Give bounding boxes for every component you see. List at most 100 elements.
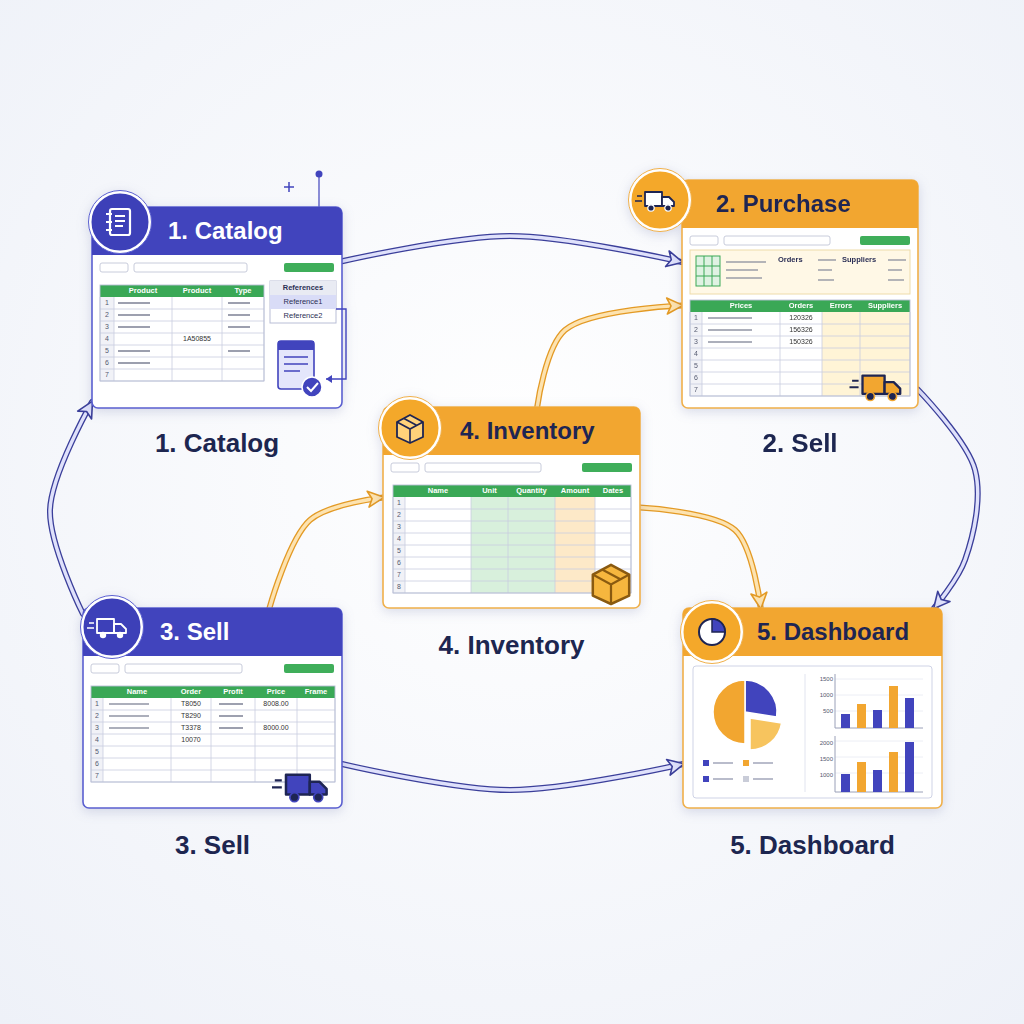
row-line xyxy=(100,345,264,346)
table-cell-text: Name xyxy=(103,686,171,698)
column-line xyxy=(508,497,509,593)
column-line xyxy=(555,497,556,593)
card-title: 4. Inventory xyxy=(460,407,595,455)
speed-lines xyxy=(87,623,94,628)
column-line xyxy=(471,497,472,593)
table-cell-text: 6 xyxy=(100,357,114,369)
table-cell-text: 1000 xyxy=(813,690,833,700)
legend-line xyxy=(713,778,733,779)
row-number-column xyxy=(690,312,702,396)
table-header-row xyxy=(91,686,335,698)
check-mark xyxy=(307,383,318,391)
delivery-truck xyxy=(272,775,327,802)
flow-arrow xyxy=(342,764,683,790)
arrow-body xyxy=(269,497,383,608)
truck-wheel xyxy=(314,793,323,802)
sparkle-decoration xyxy=(284,171,323,208)
table-cell-text: 5 xyxy=(100,345,114,357)
reference-header xyxy=(270,281,336,295)
truck-cab xyxy=(114,624,126,633)
table-cell-text: 10070 xyxy=(171,734,211,746)
truck-wheel xyxy=(866,392,874,400)
toolbar-button xyxy=(860,236,910,245)
icon-circle xyxy=(90,192,150,252)
pin-dot xyxy=(316,171,323,178)
summary-panel xyxy=(690,250,910,294)
icon-ring xyxy=(379,397,442,460)
cell-placeholder xyxy=(118,350,150,351)
table-cell-text: 1A50855 xyxy=(172,333,222,345)
table-header-row xyxy=(393,485,631,497)
arrow-outline xyxy=(342,236,682,262)
table-cell-text: T8290 xyxy=(171,710,211,722)
check-badge xyxy=(302,377,322,397)
panel-divider xyxy=(805,674,806,792)
table-cell-text: Suppliers xyxy=(860,300,910,312)
toolbar-field xyxy=(724,236,830,245)
table-cell-text: 1 xyxy=(100,297,114,309)
chart-bar xyxy=(873,710,882,728)
icon-ring xyxy=(681,601,744,664)
table-cell-text: 5 xyxy=(91,746,103,758)
card-title: 2. Purchase xyxy=(716,180,851,228)
header-icon xyxy=(379,397,442,460)
table-ground xyxy=(91,686,335,782)
document-band xyxy=(278,341,314,350)
arrow-outline xyxy=(537,305,682,407)
pie-icon xyxy=(699,619,725,645)
table-cell-text: Suppliers xyxy=(842,254,888,266)
toolbar-button xyxy=(582,463,632,472)
row-line xyxy=(100,369,264,370)
process-card: 2. Purchase2. Sell xyxy=(682,180,918,408)
icon-circle xyxy=(682,602,742,662)
table-cell-text: 6 xyxy=(690,372,702,384)
legend-line xyxy=(753,778,773,779)
icon-ring xyxy=(629,169,692,232)
header-icon xyxy=(89,191,152,254)
flow-arrow xyxy=(537,305,682,407)
arrow-body xyxy=(342,764,683,790)
truck-body xyxy=(97,619,114,633)
table-cell-text: 3 xyxy=(91,722,103,734)
summary-lines xyxy=(726,260,906,280)
flow-arrow xyxy=(918,390,978,608)
table-cell-text: Name xyxy=(405,485,471,497)
header-bar xyxy=(682,180,918,228)
table-cell-text: 7 xyxy=(100,369,114,381)
row-line xyxy=(690,336,910,337)
row-line xyxy=(100,321,264,322)
table-cell-text: 1000 xyxy=(813,770,833,780)
flow-arrow xyxy=(50,402,92,614)
truck-wheel xyxy=(117,632,123,638)
toolbar-field xyxy=(125,664,242,673)
table-cell-text: Type xyxy=(222,285,264,297)
legend-square xyxy=(703,776,709,782)
table-outline xyxy=(100,285,264,381)
chart-axis xyxy=(835,674,836,728)
row-line xyxy=(91,758,335,759)
pie-slice xyxy=(745,680,777,717)
column-line xyxy=(822,312,823,396)
card-title: 5. Dashboard xyxy=(757,608,909,656)
chart-axis xyxy=(835,736,836,792)
grid-line xyxy=(835,695,923,696)
table-outline xyxy=(91,686,335,782)
icon-ring xyxy=(81,596,144,659)
cell-placeholder xyxy=(118,362,150,363)
table-cell-text: Unit xyxy=(471,485,508,497)
grid-line xyxy=(835,741,923,742)
arrow-outline xyxy=(50,402,92,614)
table-cell-text: Reference2 xyxy=(270,309,336,323)
table-cell-text: 8008.00 xyxy=(255,698,297,710)
truck-wheel xyxy=(665,205,671,211)
table-cell-text: Orders xyxy=(780,300,822,312)
table-cell-text: Amount xyxy=(555,485,595,497)
table-cell-text: Dates xyxy=(595,485,631,497)
link-bracket xyxy=(326,309,346,379)
cell-placeholder xyxy=(109,715,149,716)
table-header-row xyxy=(690,300,910,312)
table-cell-text: Prices xyxy=(702,300,780,312)
column-line xyxy=(103,698,104,782)
pie-slice xyxy=(750,718,782,750)
card-caption: 4. Inventory xyxy=(439,630,585,661)
